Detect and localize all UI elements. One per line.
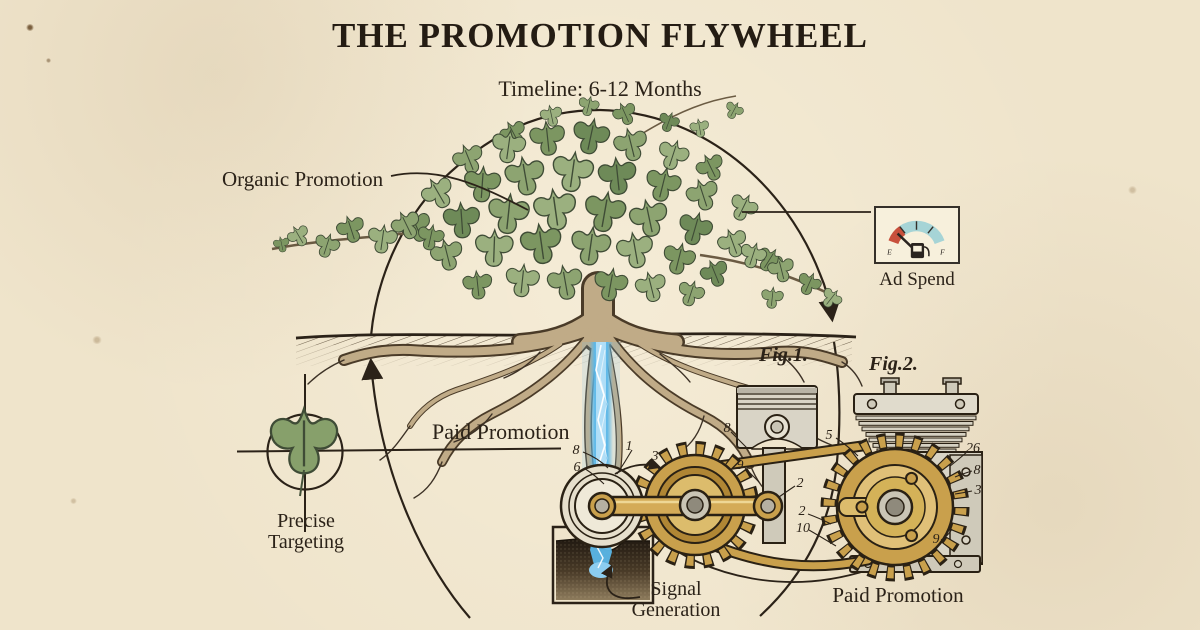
ref-numeral: 2 (796, 476, 804, 491)
main-title: THE PROMOTION FLYWHEEL (331, 16, 869, 55)
ref-numeral: 10 (796, 521, 810, 536)
paper-fleck (1128, 186, 1137, 194)
signal-line1: Signal (650, 578, 702, 600)
ref-numeral: 1 (625, 439, 633, 454)
ref-numeral: 3 (974, 483, 982, 498)
large-gear-icon (820, 432, 970, 582)
gauge-empty-label: E (886, 247, 892, 256)
ref-numeral: 5 (825, 428, 833, 443)
fig2-label: Fig.2. (869, 353, 918, 375)
ref-numeral: 3 (651, 449, 659, 464)
paid-promotion-label-mid: Paid Promotion (432, 419, 570, 444)
ref-numeral: 8 (572, 443, 580, 458)
tree-trunk-roots (307, 271, 863, 559)
precise-line1: Precise (277, 510, 335, 532)
fuel-gauge-icon: E F (874, 206, 960, 264)
organic-promotion-label: Organic Promotion (222, 167, 384, 191)
precise-line2: Targeting (268, 531, 344, 554)
precise-targeting-label: Precise Targeting (268, 510, 344, 554)
piston-icon (736, 385, 818, 544)
gauge-full-label: F (939, 247, 945, 256)
paper-fleck (26, 24, 34, 31)
ivy-canopy (271, 93, 846, 313)
pump-icon (910, 243, 930, 259)
ad-spend-label: Ad Spend (879, 269, 955, 290)
ref-numeral: 9 (932, 532, 940, 547)
ref-numeral: 8 (723, 421, 731, 436)
timeline-subtitle: Timeline: 6-12 Months (498, 76, 702, 101)
paper-fleck (92, 336, 102, 344)
signal-generation-label: Signal Generation (631, 578, 721, 622)
signal-line2: Generation (631, 599, 721, 622)
crosshair-target-icon (236, 374, 562, 532)
fig1-label: Fig.1. (759, 344, 808, 366)
drive-rod (587, 488, 784, 522)
ref-numeral: 26 (966, 441, 980, 456)
leaf-icon (269, 407, 339, 475)
paid-promotion-label-bottom: Paid Promotion (832, 583, 964, 607)
paper-fleck (70, 498, 77, 504)
ref-numeral: 2 (798, 504, 806, 519)
ref-numeral: 8 (973, 463, 981, 478)
ref-numeral: 9 (736, 458, 744, 473)
paper-fleck (46, 58, 51, 63)
ref-numeral: 6 (573, 460, 581, 475)
leader-lines (390, 172, 973, 599)
